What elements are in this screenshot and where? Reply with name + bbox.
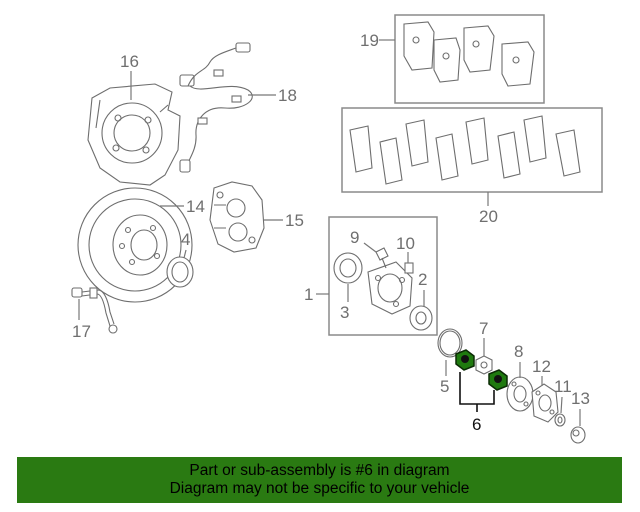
dust-shield-part[interactable] (87, 83, 181, 186)
callout-6: 6 (472, 415, 481, 434)
callout-13: 13 (571, 389, 590, 408)
hub-bolt-part[interactable] (375, 247, 389, 269)
brake-hose-part[interactable] (71, 287, 118, 334)
callout-9: 9 (350, 228, 359, 247)
abs-sensor-wire-part[interactable] (179, 42, 253, 173)
callout-6-bracket (459, 372, 495, 412)
callout-16: 16 (120, 52, 139, 71)
snap-ring-part[interactable] (554, 413, 566, 427)
hub-assembly-box (328, 216, 438, 336)
hub-cap-part[interactable] (570, 426, 586, 444)
callout-2: 2 (418, 270, 427, 289)
brake-rotor-part[interactable] (77, 187, 193, 303)
pad-kit-box (394, 14, 545, 104)
parts-diagram: 16 18 14 15 4 (71, 14, 603, 444)
hub-nut-part[interactable] (404, 262, 414, 274)
callout-3: 3 (340, 303, 349, 322)
brake-pad-set-part[interactable] (403, 21, 535, 87)
callout-19: 19 (360, 31, 379, 50)
callout-8: 8 (514, 342, 523, 361)
callout-17: 17 (72, 322, 91, 341)
notice-line-1: Part or sub-assembly is #6 in diagram (189, 462, 450, 479)
axle-hub-part[interactable] (367, 261, 413, 315)
callout-7: 7 (479, 319, 488, 338)
callout-14: 14 (186, 197, 205, 216)
callout-15: 15 (285, 211, 304, 230)
callout-10: 10 (396, 234, 415, 253)
callout-5: 5 (440, 377, 449, 396)
hub-bearing-part[interactable] (333, 252, 363, 284)
anti-squeal-shim-kit-part[interactable] (349, 115, 581, 185)
callout-4: 4 (181, 230, 190, 249)
notice-banner: Part or sub-assembly is #6 in diagram Di… (17, 457, 622, 503)
bearing-part-6[interactable] (455, 349, 508, 391)
notice-line-2: Diagram may not be specific to your vehi… (169, 480, 470, 497)
oil-seal-part[interactable] (409, 305, 433, 331)
axle-flange-part[interactable] (506, 376, 534, 412)
callout-18: 18 (278, 86, 297, 105)
washer-part[interactable] (475, 355, 493, 375)
o-ring-part[interactable] (437, 328, 463, 358)
hub-seal-part[interactable] (166, 256, 194, 288)
brake-caliper-part[interactable] (209, 181, 265, 253)
callout-1: 1 (304, 285, 313, 304)
anti-squeal-shim-box (341, 107, 603, 193)
callout-11: 11 (554, 377, 572, 396)
free-wheel-hub-part[interactable] (531, 383, 559, 423)
callout-20: 20 (479, 207, 498, 226)
callout-12: 12 (532, 357, 551, 376)
